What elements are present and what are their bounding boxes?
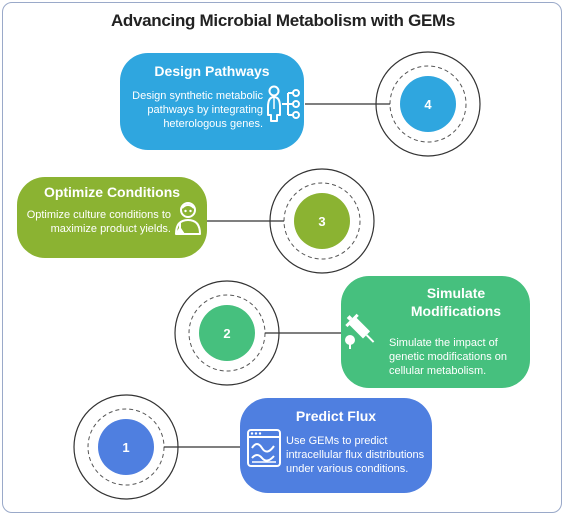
- syringe-icon: [345, 313, 375, 349]
- chart-window-icon: [247, 429, 281, 467]
- step-2-title-line: Simulate: [426, 285, 486, 301]
- step-3-title: Optimize Conditions: [43, 184, 181, 200]
- step-1-card: Predict Flux Use GEMs to predict intrace…: [240, 398, 432, 493]
- diagram-frame: [2, 2, 562, 513]
- person-network-icon: [267, 85, 300, 122]
- step-1-description: Use GEMs to predict intracellular flux d…: [286, 434, 431, 476]
- step-3-circle: [294, 193, 350, 249]
- step-1-desc-line: under various conditions.: [286, 463, 409, 475]
- step-4-number: 4: [424, 97, 432, 112]
- step-2-desc-line: genetic modifications on: [389, 351, 508, 363]
- step-1-number: 1: [122, 440, 129, 455]
- step-4-description: Design synthetic metabolic pathways by i…: [128, 89, 263, 131]
- number-circles: [98, 76, 456, 475]
- step-4-card: Design Pathways Design synthetic metabol…: [120, 53, 304, 150]
- step-3-number: 3: [318, 214, 325, 229]
- step-2-title-line: Modifications: [410, 303, 502, 319]
- step-2-desc-line: Simulate the impact of: [389, 337, 498, 349]
- step-2-title: Simulate Modifications: [381, 284, 531, 320]
- scientist-icon: [175, 202, 201, 235]
- step-2-circle: [199, 305, 255, 361]
- step-3-card: Optimize Conditions Optimize culture con…: [17, 177, 207, 258]
- connectors: [164, 103, 390, 448]
- step-3-description: Optimize culture conditions to maximize …: [19, 208, 171, 236]
- step-3-desc-line: Optimize culture conditions to: [26, 209, 171, 221]
- step-4-circle: [400, 76, 456, 132]
- step-3-desc-line: maximize product yields.: [50, 223, 171, 235]
- step-2-number: 2: [223, 326, 230, 341]
- step-4-title: Design Pathways: [154, 63, 270, 79]
- step-2-card: Simulate Modifications Simulate the impa…: [341, 276, 530, 388]
- step-4-desc-line: heterologous genes.: [163, 118, 263, 130]
- step-1-desc-line: Use GEMs to predict: [286, 435, 388, 447]
- step-2-description: Simulate the impact of genetic modificat…: [389, 336, 527, 378]
- step-4-desc-line: Design synthetic metabolic: [132, 90, 263, 102]
- step-2-desc-line: cellular metabolism.: [389, 365, 487, 377]
- step-1-circle: [98, 419, 154, 475]
- step-1-desc-line: intracellular flux distributions: [286, 449, 425, 461]
- diagram-title: Advancing Microbial Metabolism with GEMs: [110, 11, 456, 30]
- step-1-title: Predict Flux: [295, 408, 377, 424]
- step-4-desc-line: pathways by integrating: [147, 104, 263, 116]
